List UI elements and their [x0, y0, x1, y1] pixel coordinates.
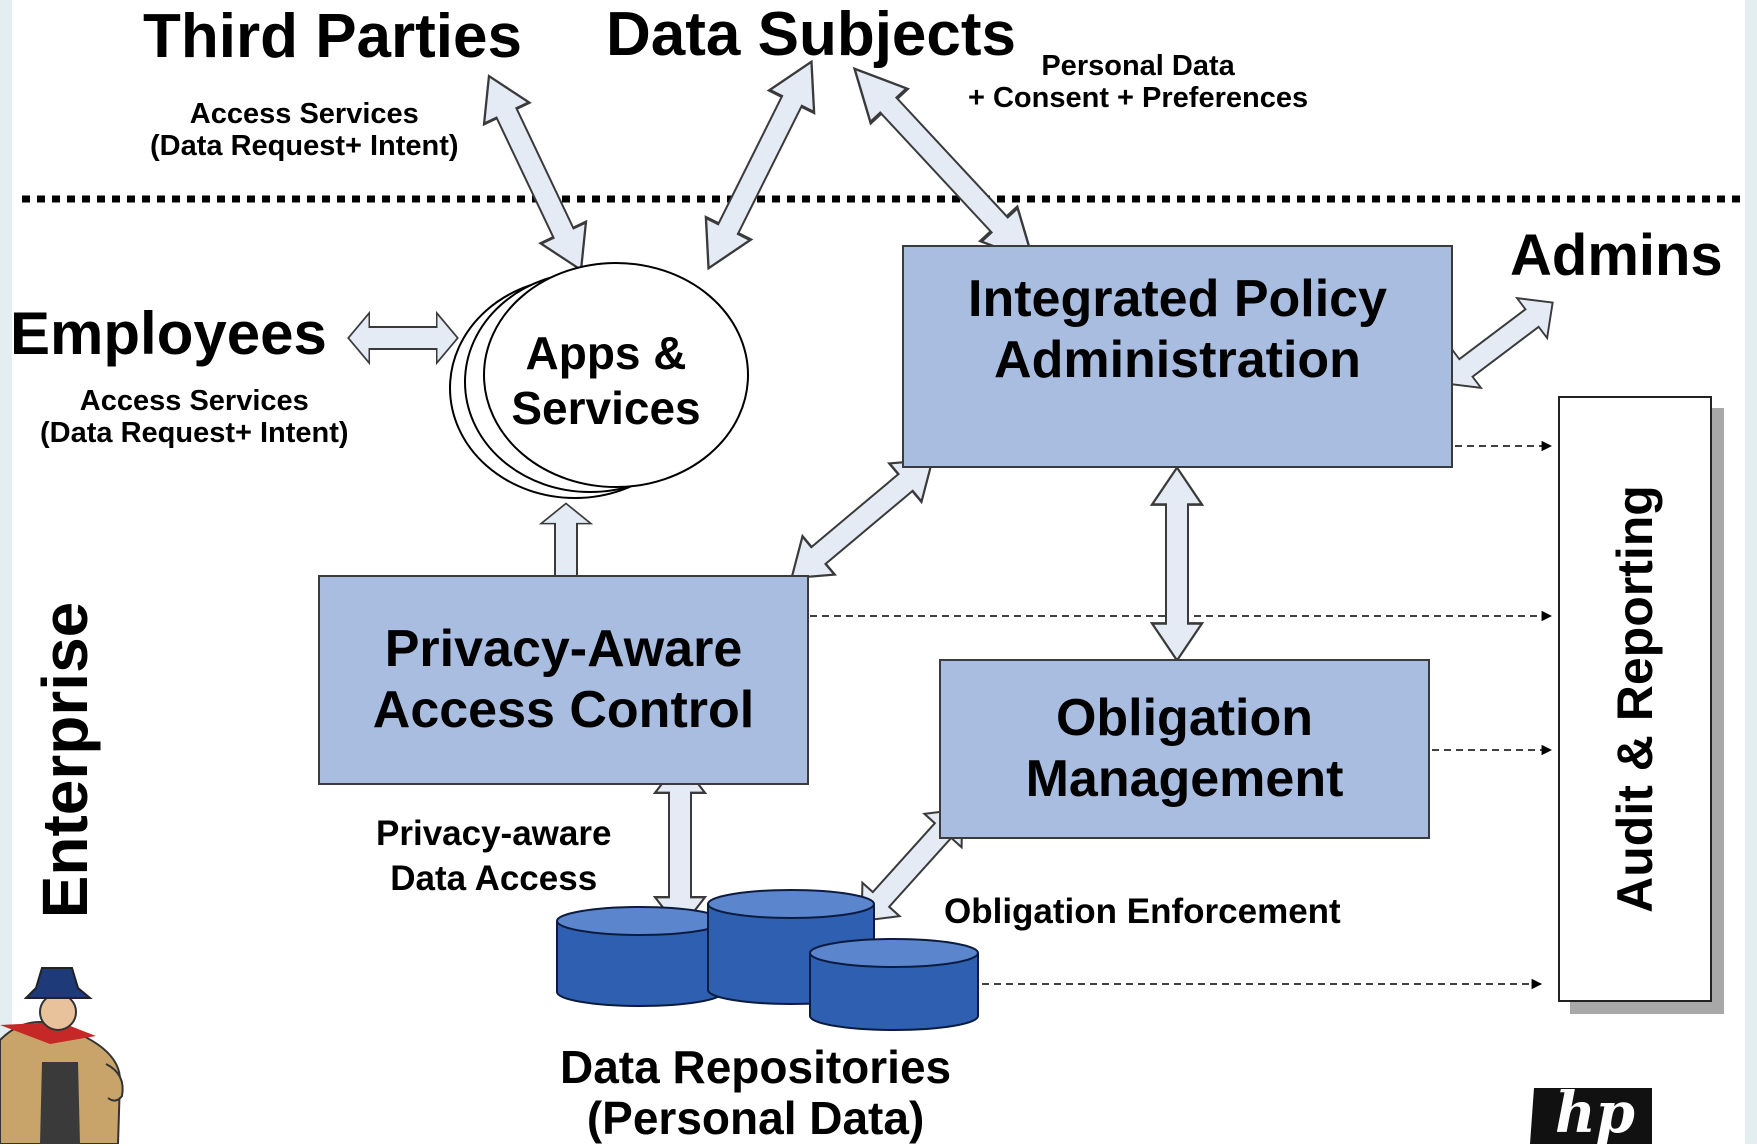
personal-data-label: Personal Data + Consent + Preferences: [968, 50, 1308, 115]
third-party-access-label: Access Services (Data Request+ Intent): [150, 98, 459, 163]
obligation-line-1: Obligation: [1055, 688, 1314, 747]
data-repositories-line-2: (Personal Data): [586, 1091, 925, 1144]
actor-third-parties: Third Parties: [143, 2, 522, 71]
arrow-data-subjects-apps: [704, 59, 816, 271]
audit-reporting-box: Audit & Reporting: [1558, 396, 1712, 1002]
third-party-access-line-2: (Data Request+ Intent): [150, 130, 459, 163]
arrow-third-parties-apps: [482, 74, 588, 272]
access-control-line-1: Privacy-Aware: [384, 619, 743, 678]
arrow-employees-apps: [347, 310, 459, 366]
hp-logo-text: hp: [1555, 1080, 1635, 1146]
repository-cylinder-1: [556, 906, 724, 1007]
data-access-line-2: Data Access: [390, 858, 598, 898]
integrated-policy-administration-box: Integrated Policy Administration: [902, 245, 1453, 468]
obligation-management-box: Obligation Management: [939, 659, 1430, 839]
left-edge-band: [0, 0, 12, 1144]
data-repositories-label: Data Repositories (Personal Data): [560, 1042, 951, 1143]
access-control-line-2: Access Control: [372, 681, 755, 739]
employee-access-label: Access Services (Data Request+ Intent): [40, 385, 349, 450]
data-repositories-line-1: Data Repositories: [560, 1041, 952, 1093]
apps-services-label: Apps & Services: [496, 326, 716, 436]
policy-line-1: Integrated Policy: [968, 270, 1387, 328]
third-party-access-line-1: Access Services: [189, 98, 419, 130]
right-edge-band: [1745, 0, 1757, 1144]
actor-admins: Admins: [1510, 223, 1723, 288]
obligation-line-2: Management: [1025, 750, 1344, 808]
actor-data-subjects: Data Subjects: [606, 0, 1017, 69]
data-access-line-1: Privacy-aware: [376, 814, 612, 853]
arrow-admins-policy: [1444, 296, 1554, 390]
personal-data-line-1: Personal Data: [1041, 50, 1235, 82]
audit-reporting-label: Audit & Reporting: [1607, 485, 1663, 913]
arrow-access-control-repositories: [652, 758, 708, 932]
employee-access-line-1: Access Services: [79, 385, 309, 417]
apps-ellipse-front: [483, 262, 749, 488]
personal-data-line-2: + Consent + Preferences: [968, 82, 1309, 115]
privacy-aware-access-control-box: Privacy-Aware Access Control: [318, 575, 809, 785]
actor-employees: Employees: [10, 300, 327, 367]
hp-logo: [1530, 1088, 1652, 1144]
data-access-label: Privacy-aware Data Access: [376, 812, 611, 902]
employee-access-line-2: (Data Request+ Intent): [40, 417, 349, 450]
policy-line-2: Administration: [994, 331, 1361, 390]
cartoon-figure-image: [0, 967, 124, 1144]
repository-cylinder-3: [809, 938, 979, 1031]
obligation-enforcement-label: Obligation Enforcement: [944, 892, 1341, 931]
apps-services-line-2: Services: [511, 382, 701, 435]
enterprise-label: Enterprise: [29, 601, 101, 919]
arrow-policy-obligation: [1149, 465, 1205, 663]
apps-services-line-1: Apps &: [525, 327, 687, 379]
